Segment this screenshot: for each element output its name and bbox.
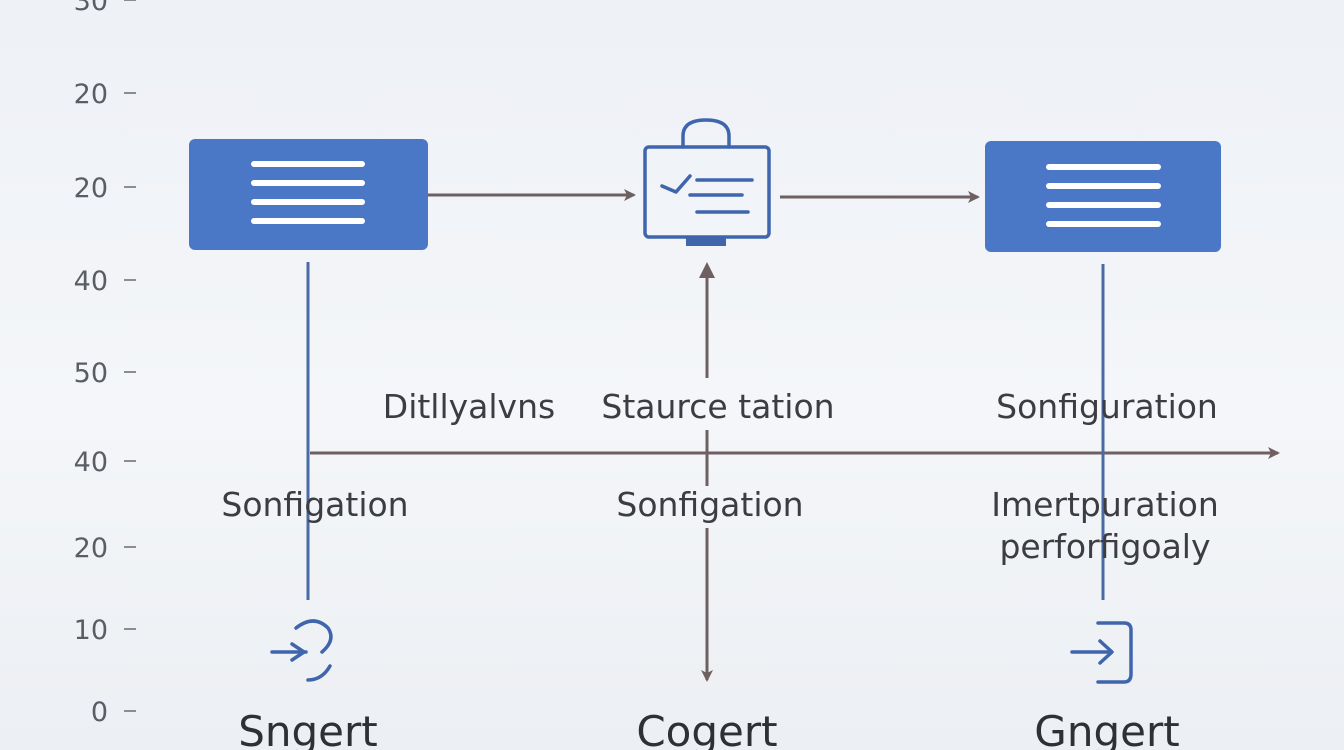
col2-bottom-label: Cogert <box>636 707 777 750</box>
tick-1: 20 <box>74 79 136 110</box>
document-icon <box>1046 164 1161 227</box>
col3-row3-label: perforfigoaly <box>999 527 1210 566</box>
undo-icon <box>270 619 333 682</box>
col2-row1-label: Staurce tation <box>601 387 834 426</box>
node-1-card <box>189 139 428 250</box>
tick-8: 0 <box>91 697 136 728</box>
node-3-document <box>985 141 1221 252</box>
tick-6: 20 <box>74 533 136 564</box>
node-3-card <box>985 141 1221 252</box>
node-1-document <box>189 139 428 250</box>
tick-7: 10 <box>74 615 136 646</box>
tick-label: 50 <box>74 358 108 389</box>
tick-label: 20 <box>74 173 108 204</box>
login-icon <box>1070 621 1133 684</box>
col3-bottom-label: Gngert <box>1034 707 1179 750</box>
col2-row2-label: Sonfigation <box>616 485 803 524</box>
document-icon <box>251 161 365 224</box>
tick-3: 40 <box>74 266 136 297</box>
briefcase-icon <box>643 118 771 246</box>
axis: 30 20 20 40 50 40 20 10 <box>74 0 136 728</box>
tick-label: 20 <box>74 533 108 564</box>
col3-row1-label: Sonfiguration <box>996 387 1218 426</box>
tick-label: 40 <box>74 266 108 297</box>
col1-row1-label: Ditllyalvns <box>383 387 555 426</box>
tick-label: 30 <box>74 0 108 17</box>
col1-row2-label: Sonfigation <box>221 485 408 524</box>
tick-label: 40 <box>74 447 108 478</box>
col1-bottom-label: Sngert <box>238 707 378 750</box>
col3-row2-label: Imertpuration <box>991 485 1219 524</box>
tick-2: 20 <box>74 173 136 204</box>
node2-up-arrowhead <box>699 262 715 278</box>
tick-label: 20 <box>74 79 108 110</box>
tick-label: 10 <box>74 615 108 646</box>
tick-0: 30 <box>74 0 136 17</box>
tick-5: 40 <box>74 447 136 478</box>
node-2-briefcase <box>643 118 771 246</box>
tick-4: 50 <box>74 358 136 389</box>
tick-label: 0 <box>91 697 108 728</box>
connectors <box>306 189 1280 682</box>
